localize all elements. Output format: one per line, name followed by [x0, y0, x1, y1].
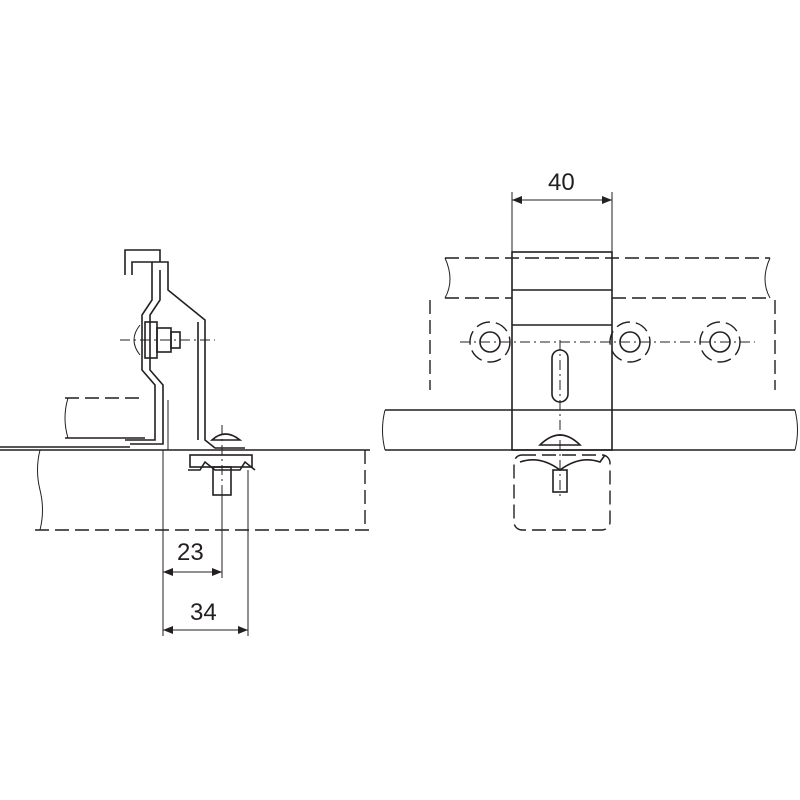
bracket-profile	[124, 249, 245, 449]
dimension-label-40: 40	[548, 169, 575, 196]
bolt	[120, 321, 215, 359]
clip-body	[511, 251, 613, 451]
side-view: 23 34	[0, 249, 370, 636]
rail	[385, 409, 795, 451]
clip-bottom-hidden	[513, 454, 611, 531]
dimension-label-34: 34	[190, 599, 217, 626]
dimension-label-23: 23	[177, 539, 204, 566]
nuts	[460, 321, 755, 363]
front-view: 40	[382, 169, 798, 531]
